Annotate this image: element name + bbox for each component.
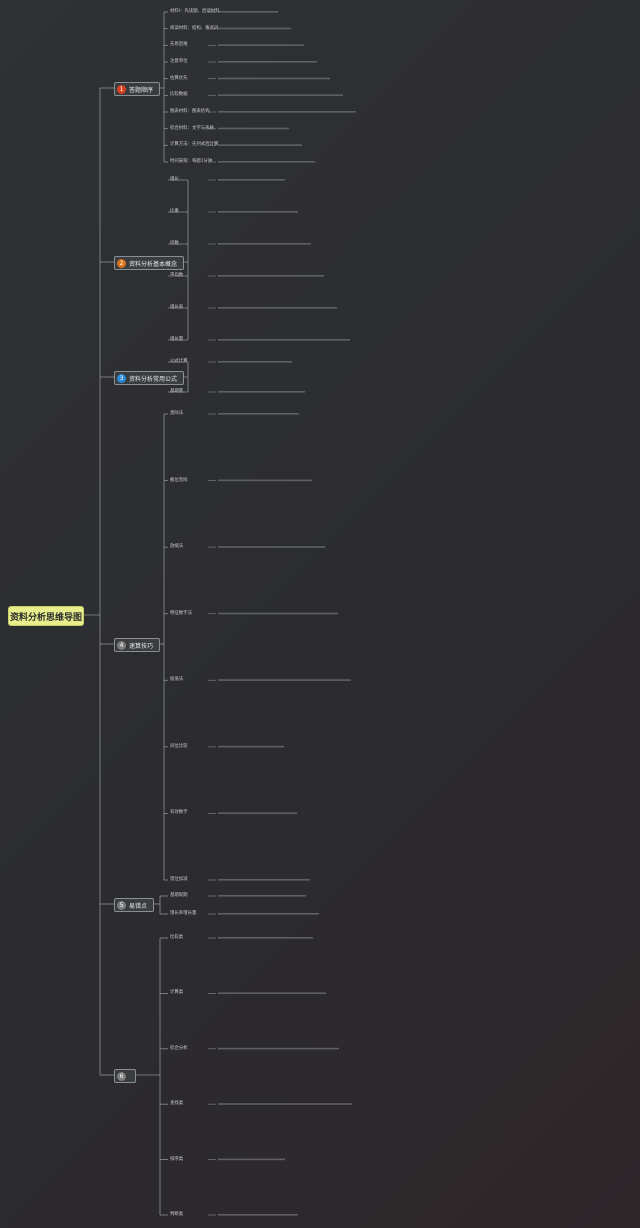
- topic-item[interactable]: 材料I：先读题，后读材料: [170, 9, 220, 14]
- detail-text-placeholder: [218, 111, 356, 113]
- detail-text-placeholder: [218, 44, 304, 46]
- topic-item[interactable]: 比重: [170, 209, 179, 214]
- topic-item[interactable]: 比较类: [170, 935, 184, 940]
- detail-text-placeholder: [218, 937, 313, 939]
- topic-item[interactable]: 阅读材料：结构、重点词: [170, 25, 219, 31]
- topic-item[interactable]: 直除法: [170, 411, 184, 416]
- branch-node[interactable]: 6: [114, 1069, 136, 1083]
- detail-text-placeholder: [218, 913, 319, 915]
- detail-text-placeholder: [218, 127, 289, 130]
- detail-text-placeholder: [218, 275, 324, 277]
- detail-text-placeholder: [218, 1214, 298, 1216]
- detail-text-placeholder: [218, 612, 338, 615]
- root-title: 资料分析思维导图: [9, 612, 82, 623]
- detail-text-placeholder: [218, 1158, 285, 1161]
- detail-text-placeholder: [218, 895, 306, 897]
- topic-item[interactable]: 判断类: [170, 1212, 184, 1217]
- topic-item[interactable]: 计算方法：先列式后计算: [170, 142, 219, 148]
- detail-text-placeholder: [218, 992, 326, 994]
- branch-number-badge: 6: [117, 1071, 126, 1081]
- topic-item[interactable]: 注意单位: [170, 59, 188, 64]
- detail-text-placeholder: [218, 679, 351, 681]
- branch-number-badge: 3: [117, 373, 126, 383]
- topic-item[interactable]: 特征数字法: [170, 610, 192, 616]
- branch-label: 答题顺序: [129, 86, 154, 94]
- detail-text-placeholder: [218, 27, 291, 30]
- topic-item[interactable]: 公式计算: [170, 359, 188, 364]
- branch-label: 速算技巧: [129, 642, 154, 650]
- detail-text-placeholder: [218, 745, 284, 748]
- detail-text-placeholder: [218, 339, 350, 341]
- detail-text-placeholder: [218, 413, 299, 415]
- topic-item[interactable]: 放缩法: [170, 544, 184, 550]
- branch-number-badge: 4: [117, 640, 126, 650]
- detail-text-placeholder: [218, 144, 302, 146]
- topic-item[interactable]: 增长量: [170, 337, 184, 342]
- detail-text-placeholder: [218, 211, 298, 213]
- branch-number-badge: 2: [117, 258, 126, 268]
- topic-item[interactable]: 增长: [170, 177, 179, 182]
- branch-label: 资料分析常用公式: [129, 375, 178, 383]
- detail-text-placeholder: [218, 307, 337, 309]
- detail-text-placeholder: [218, 243, 311, 245]
- topic-item[interactable]: 图表材料：图表结构: [170, 109, 210, 114]
- detail-text-placeholder: [218, 879, 310, 881]
- topic-item[interactable]: 先易后难: [170, 42, 188, 48]
- topic-item[interactable]: 基期现期: [170, 893, 188, 898]
- root-node[interactable]: 资料分析思维导图: [8, 606, 84, 626]
- detail-text-placeholder: [218, 1047, 339, 1050]
- detail-text-placeholder: [218, 77, 330, 80]
- detail-text-placeholder: [218, 1103, 352, 1105]
- topic-item[interactable]: 比较数据: [170, 92, 188, 98]
- topic-item[interactable]: 增长率增长量: [170, 911, 197, 916]
- detail-text-placeholder: [218, 361, 292, 363]
- topic-item[interactable]: 增长率: [170, 305, 184, 310]
- branch-number-badge: 5: [117, 900, 126, 910]
- topic-item[interactable]: 综合分析: [170, 1045, 188, 1051]
- topic-item[interactable]: 计算类: [170, 990, 184, 996]
- topic-item[interactable]: 同位比较: [170, 743, 188, 749]
- detail-text-placeholder: [218, 812, 297, 815]
- branch-label: 资料分析基本概念: [129, 260, 178, 268]
- branch-number-badge: 1: [117, 84, 126, 94]
- topic-item[interactable]: 错位加减: [170, 877, 188, 882]
- topic-item[interactable]: 平均数: [170, 273, 184, 278]
- topic-item[interactable]: 插值法: [170, 677, 184, 683]
- detail-text-placeholder: [218, 546, 325, 548]
- topic-item[interactable]: 估算优先: [170, 75, 188, 81]
- branch-label: 易错点: [129, 902, 148, 910]
- detail-text-placeholder: [218, 391, 305, 393]
- detail-text-placeholder: [218, 11, 278, 13]
- detail-text-placeholder: [218, 161, 315, 163]
- topic-item[interactable]: 基期量: [170, 389, 184, 394]
- detail-text-placeholder: [218, 179, 285, 181]
- topic-item[interactable]: 时间安排：每题1分钟: [170, 159, 213, 164]
- detail-text-placeholder: [218, 61, 317, 63]
- topic-item[interactable]: 截位直除: [170, 477, 188, 483]
- detail-text-placeholder: [218, 479, 312, 482]
- topic-item[interactable]: 倍数: [170, 241, 179, 246]
- detail-text-placeholder: [218, 94, 343, 96]
- topic-item[interactable]: 排序类: [170, 1156, 184, 1162]
- topic-item[interactable]: 有效数字: [170, 810, 188, 816]
- topic-item[interactable]: 综合材料：文字与表格: [170, 125, 214, 131]
- topic-item[interactable]: 查找类: [170, 1101, 184, 1107]
